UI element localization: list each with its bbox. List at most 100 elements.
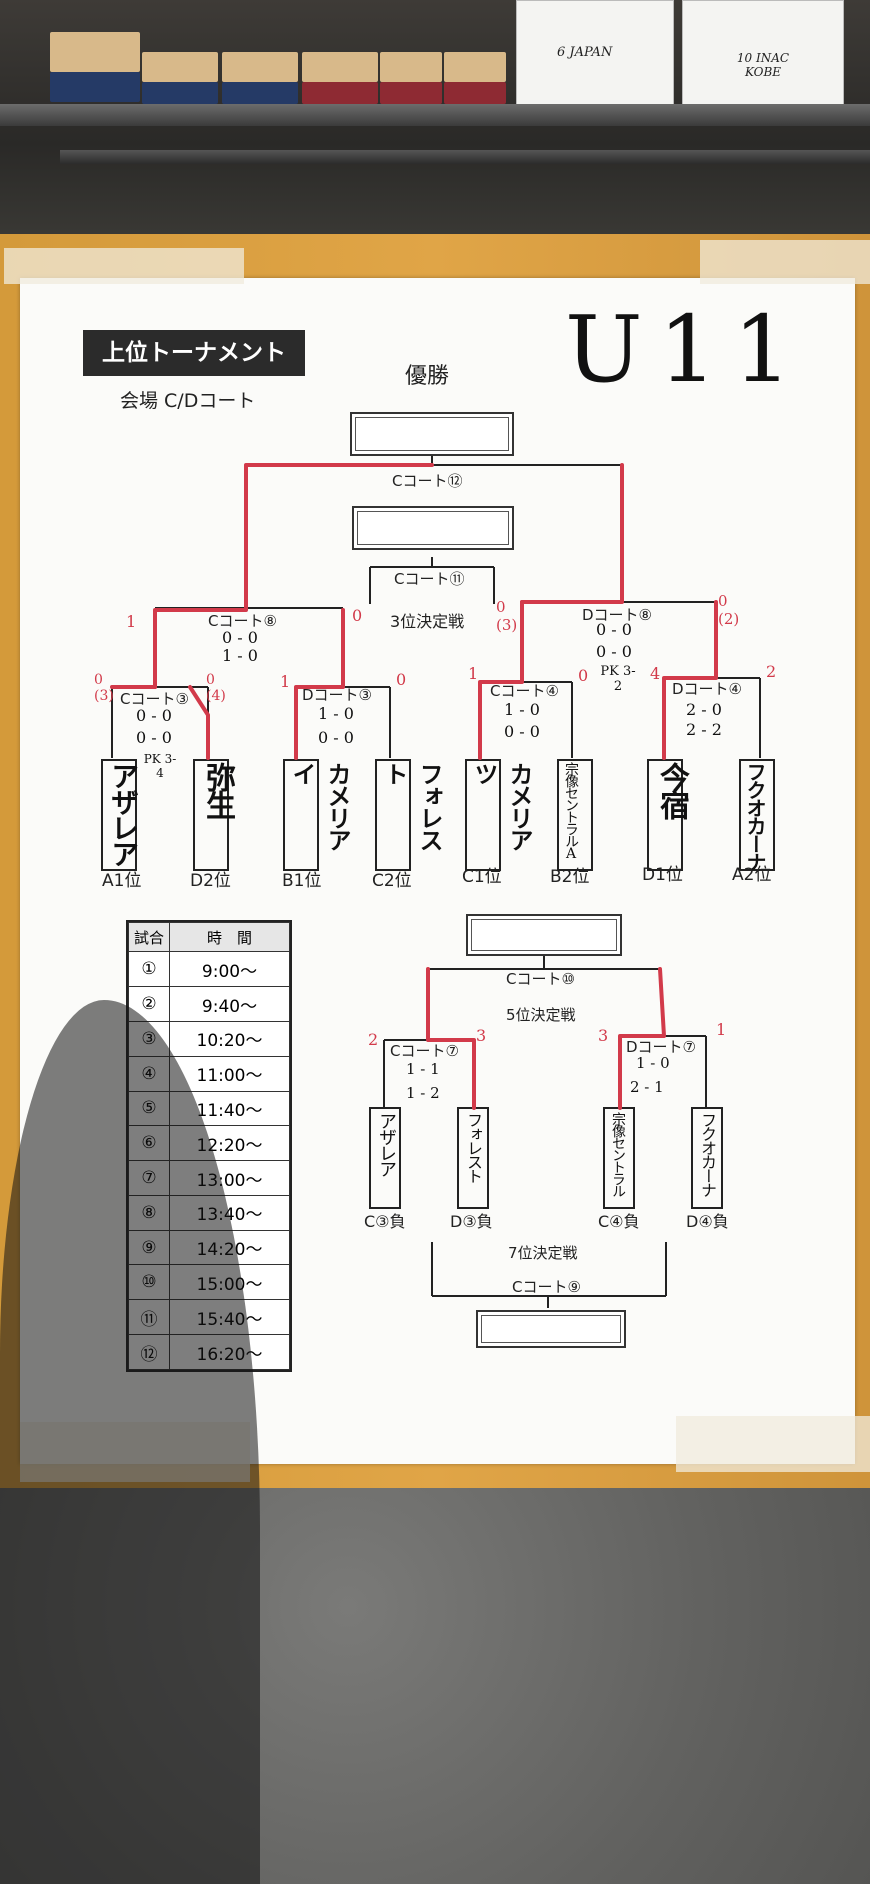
team-name: カメリアツ [470,762,534,850]
semi-score-right: 0 [352,606,363,625]
quarter-score: 0 - 0 [504,722,540,741]
team-name: カメリアイ [288,762,352,850]
team-seed: B2位 [550,867,590,887]
seventh-place-label: 7位決定戦 [508,1244,578,1262]
gift-box [50,32,140,72]
semi-score-left: 1 [126,612,137,631]
shelf-rail [0,104,870,126]
team-seed: D④負 [686,1212,729,1231]
quarter-score: 1 - 0 [504,700,540,719]
team-name: アザレア [376,1112,397,1176]
semi-pk: PK 3-2 [600,664,636,694]
quarter-score-left: 1 [280,672,291,691]
quarter-court: Dコート④ [672,680,742,698]
team-name: 宗像セントラルA [563,762,579,860]
third-place-court: Cコート⑪ [394,570,465,588]
team-seed: A2位 [732,865,772,885]
semi-score-left: 0 (3) [496,598,518,634]
third-place-box [352,506,514,550]
quarter-score: 0 - 0 [136,728,172,747]
gift-box [142,82,218,104]
quarter-score-left: 0 (3) [94,672,114,704]
gift-box [142,52,218,82]
final-court: Cコート⑫ [392,472,463,490]
match-time: 10:20〜 [169,1021,290,1057]
semi-score: 0 - 0 [596,642,632,661]
quarter-score-left: 4 [650,664,661,683]
gift-box [444,52,506,82]
fifth-place-box [466,914,622,956]
fifth-place-label: 5位決定戦 [506,1006,576,1024]
placement-score-right: 1 [716,1020,727,1039]
semi-score: 0 - 0 [596,620,632,639]
team-seed: A1位 [102,871,142,891]
page-title: 上位トーナメント [83,330,305,376]
quarter-score: 2 - 2 [686,720,722,739]
team-seed: C1位 [462,867,502,887]
signature-text: 10 INAC KOBE [736,51,790,79]
semi-score: 1 - 0 [222,646,258,665]
seventh-place-box [476,1310,626,1348]
gift-box [302,52,378,82]
team-seed: C④負 [598,1212,640,1231]
team-seed: D③負 [450,1212,493,1231]
fifth-place-court: Cコート⑩ [506,970,575,988]
placement-score-right: 3 [476,1026,487,1045]
champion-label: 優勝 [405,364,450,389]
quarter-score-left: 1 [468,664,479,683]
placement-court: Dコート⑦ [626,1038,696,1056]
gift-box [380,82,442,104]
signature-card: 10 INAC KOBE [682,0,844,108]
tape [676,1416,870,1472]
seventh-place-court: Cコート⑨ [512,1278,581,1296]
placement-score-left: 2 [368,1030,379,1049]
gift-box [50,72,140,102]
signature-text: 6 JAPAN [557,45,613,60]
team-seed: C③負 [364,1212,406,1231]
team-name: フクオカーナ [743,762,767,870]
gift-box [380,52,442,82]
category-label: U11 [565,296,808,403]
tape [4,248,244,284]
quarter-score: 2 - 0 [686,700,722,719]
placement-score: 1 - 1 [406,1060,440,1078]
team-name: フォレスト [380,762,444,850]
placement-score: 2 - 1 [630,1078,664,1096]
team-name: 弥生 [200,762,235,818]
schedule-header-match: 試合 [128,921,170,953]
placement-score: 1 - 0 [636,1054,670,1072]
gift-box [222,52,298,82]
schedule-header-time: 時 間 [169,921,290,953]
team-name: 今宿 [654,762,689,818]
placement-score-left: 3 [598,1026,609,1045]
gift-box [444,82,506,104]
gift-box [222,82,298,104]
quarter-score: 0 - 0 [136,706,172,725]
team-seed: C2位 [372,871,412,891]
match-time: 9:40〜 [169,986,290,1022]
semi-court: Cコート⑧ [208,612,277,630]
team-seed: B1位 [282,871,322,891]
signature-card: 6 JAPAN [516,0,674,108]
quarter-score-right: 0 [396,670,407,689]
match-number: ① [128,951,170,988]
match-time: 9:00〜 [169,951,290,988]
team-seed: D2位 [190,871,231,891]
semi-court: Dコート⑧ [582,606,652,624]
quarter-court: Dコート③ [302,686,372,704]
tape [700,240,870,284]
placement-court: Cコート⑦ [390,1042,459,1060]
gift-box [302,82,378,104]
semi-score: 0 - 0 [222,628,258,647]
quarter-score: 0 - 0 [318,728,354,747]
quarter-score-right: 0 [578,666,589,685]
placement-score: 1 - 2 [406,1084,440,1102]
semi-score-right: 0 (2) [718,592,740,628]
quarter-score: 1 - 0 [318,704,354,723]
team-name: 宗像セントラル [610,1112,626,1196]
team-name: アザレア [107,762,140,866]
quarter-pk: PK 3-4 [143,752,177,780]
